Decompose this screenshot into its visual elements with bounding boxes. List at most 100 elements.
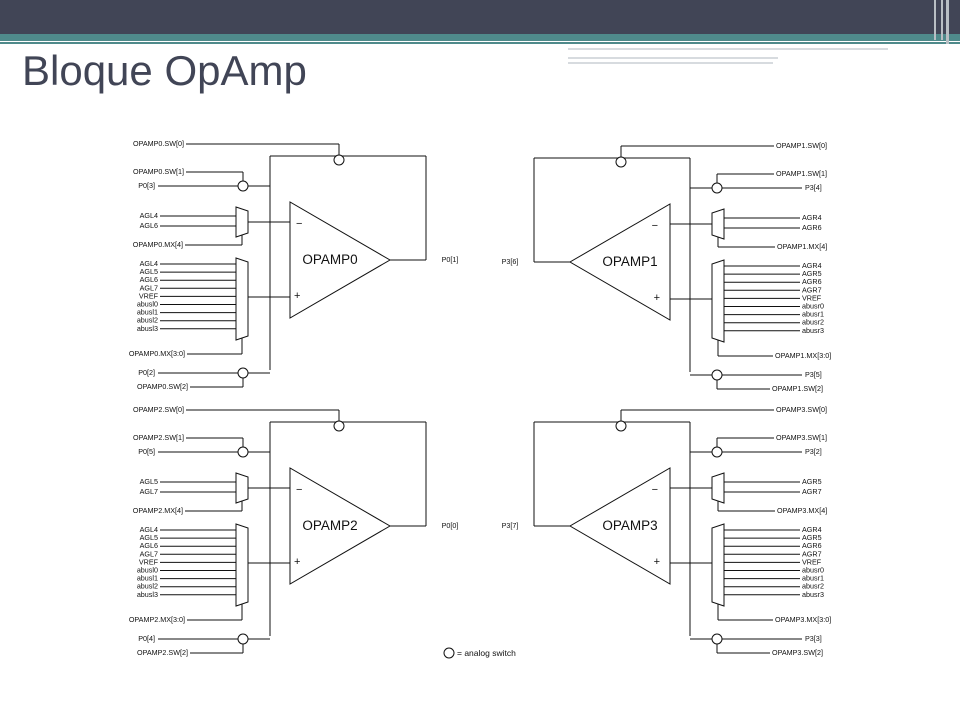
label-mux-big-input: AGL4	[140, 525, 158, 534]
plus-sign: +	[294, 290, 300, 302]
opamp-circuit-opamp2: −+OPAMP2OPAMP2.SW[0]P0[0]OPAMP2.SW[1]P0[…	[129, 405, 459, 657]
minus-sign: −	[296, 218, 302, 230]
label-output-pin: P0[0]	[442, 521, 459, 530]
label-sw2: OPAMP3.SW[2]	[772, 648, 823, 657]
label-pin-minus: P0[5]	[138, 447, 155, 456]
label-sw0: OPAMP1.SW[0]	[776, 141, 827, 150]
label-mux-big-input: AGL4	[140, 259, 158, 268]
label-mux-big-input: AGR4	[802, 525, 822, 534]
opamp-name: OPAMP1	[602, 254, 657, 269]
label-pin-plus: P0[4]	[138, 634, 155, 643]
mux-small	[711, 472, 725, 504]
mux-small	[235, 472, 249, 504]
label-pin-plus: P0[2]	[138, 368, 155, 377]
label-mux-big-input: AGR5	[802, 533, 822, 542]
label-mux-big-input: abusl3	[137, 590, 158, 599]
decor-vline	[934, 0, 936, 40]
decor-strip	[568, 62, 773, 64]
mux-small	[235, 206, 249, 238]
label-mux-small-input: AGR6	[802, 223, 822, 232]
label-mux-big-input: AGL6	[140, 541, 158, 550]
label-mux-big-input: abusl3	[137, 324, 158, 333]
label-mx4: OPAMP2.MX[4]	[133, 506, 183, 515]
label-mux-small-input: AGL7	[140, 487, 158, 496]
label-mux-big-input: VREF	[802, 293, 822, 302]
opamp-circuit-opamp1: − + OPAMP1 OPAMP1.SW[0] P3[6] OPAMP1.SW[1] P3[…	[502, 141, 832, 393]
label-pin-plus: P3[5]	[805, 370, 822, 379]
decor-vline	[941, 0, 943, 40]
label-mux-big-input: abusl2	[137, 316, 158, 325]
label-mux-big-input: abusr0	[802, 566, 824, 575]
label-mux-big-input: abusr3	[802, 590, 824, 599]
label-mx30: OPAMP0.MX[3:0]	[129, 349, 185, 358]
label-sw1: OPAMP1.SW[1]	[776, 169, 827, 178]
plus-sign: +	[654, 292, 660, 304]
opamp-triangle	[289, 467, 391, 585]
analog-switch	[237, 446, 249, 458]
minus-sign: −	[652, 220, 658, 232]
slide-accent-line	[0, 42, 960, 44]
label-mx30: OPAMP1.MX[3:0]	[775, 351, 831, 360]
label-mux-small-input: AGR7	[802, 487, 822, 496]
analog-switch-symbol	[443, 647, 455, 659]
label-mux-small-input: AGR5	[802, 477, 822, 486]
label-mux-big-input: AGR4	[802, 261, 822, 270]
analog-switch	[237, 367, 249, 379]
mux-big	[235, 257, 249, 341]
opamp-name: OPAMP2	[302, 518, 357, 533]
label-sw2: OPAMP0.SW[2]	[137, 382, 188, 391]
label-mux-big-input: AGL7	[140, 283, 158, 292]
opamp-circuit-opamp3: −+OPAMP3OPAMP3.SW[0]P3[7]OPAMP3.SW[1]P3[…	[502, 405, 832, 657]
label-mux-big-input: AGL5	[140, 267, 158, 276]
label-sw0: OPAMP0.SW[0]	[133, 139, 184, 148]
label-sw0: OPAMP3.SW[0]	[776, 405, 827, 414]
label-mx4: OPAMP0.MX[4]	[133, 240, 183, 249]
label-mux-small-input: AGL5	[140, 477, 158, 486]
label-sw1: OPAMP3.SW[1]	[776, 433, 827, 442]
label-output-pin: P3[6]	[502, 257, 519, 266]
label-mux-big-input: AGR5	[802, 269, 822, 278]
label-mux-big-input: abusl0	[137, 300, 158, 309]
label-mux-big-input: AGR6	[802, 277, 822, 286]
analog-switch	[711, 182, 723, 194]
mux-big	[235, 523, 249, 607]
slide-header-bar	[0, 0, 960, 34]
label-mux-big-input: abusr0	[802, 302, 824, 311]
label-mux-small-input: AGL4	[140, 211, 158, 220]
decor-vline	[946, 0, 949, 44]
label-mux-big-input: AGR6	[802, 541, 822, 550]
label-mux-big-input: abusl1	[137, 574, 158, 583]
opamp-name: OPAMP0	[302, 252, 357, 267]
analog-switch	[711, 633, 723, 645]
label-mux-big-input: VREF	[139, 557, 159, 566]
legend-text: = analog switch	[457, 648, 516, 658]
label-mux-big-input: abusr3	[802, 326, 824, 335]
label-mux-big-input: AGL5	[140, 533, 158, 542]
opamp-triangle	[289, 201, 391, 319]
label-sw1: OPAMP2.SW[1]	[133, 433, 184, 442]
opamp-name: OPAMP3	[602, 518, 657, 533]
label-mux-big-input: VREF	[139, 291, 159, 300]
label-mux-big-input: abusr1	[802, 310, 824, 319]
mux-small	[711, 208, 725, 240]
slide-accent-band	[0, 34, 960, 41]
analog-switch	[711, 369, 723, 381]
analog-switch	[615, 156, 627, 168]
label-mux-big-input: AGR7	[802, 549, 822, 558]
slide-title: Bloque OpAmp	[22, 47, 307, 94]
decor-strip	[568, 48, 888, 50]
decor-strip	[568, 57, 778, 59]
label-pin-minus: P3[4]	[805, 183, 822, 192]
analog-switch	[237, 633, 249, 645]
label-mux-big-input: AGR7	[802, 285, 822, 294]
label-mux-small-input: AGR4	[802, 213, 822, 222]
label-mux-big-input: abusl2	[137, 582, 158, 591]
mux-big	[711, 259, 725, 343]
label-mux-big-input: abusr2	[802, 318, 824, 327]
label-mx30: OPAMP2.MX[3:0]	[129, 615, 185, 624]
label-pin-minus: P0[3]	[138, 181, 155, 190]
analog-switch	[711, 446, 723, 458]
label-sw1: OPAMP0.SW[1]	[133, 167, 184, 176]
label-sw2: OPAMP2.SW[2]	[137, 648, 188, 657]
